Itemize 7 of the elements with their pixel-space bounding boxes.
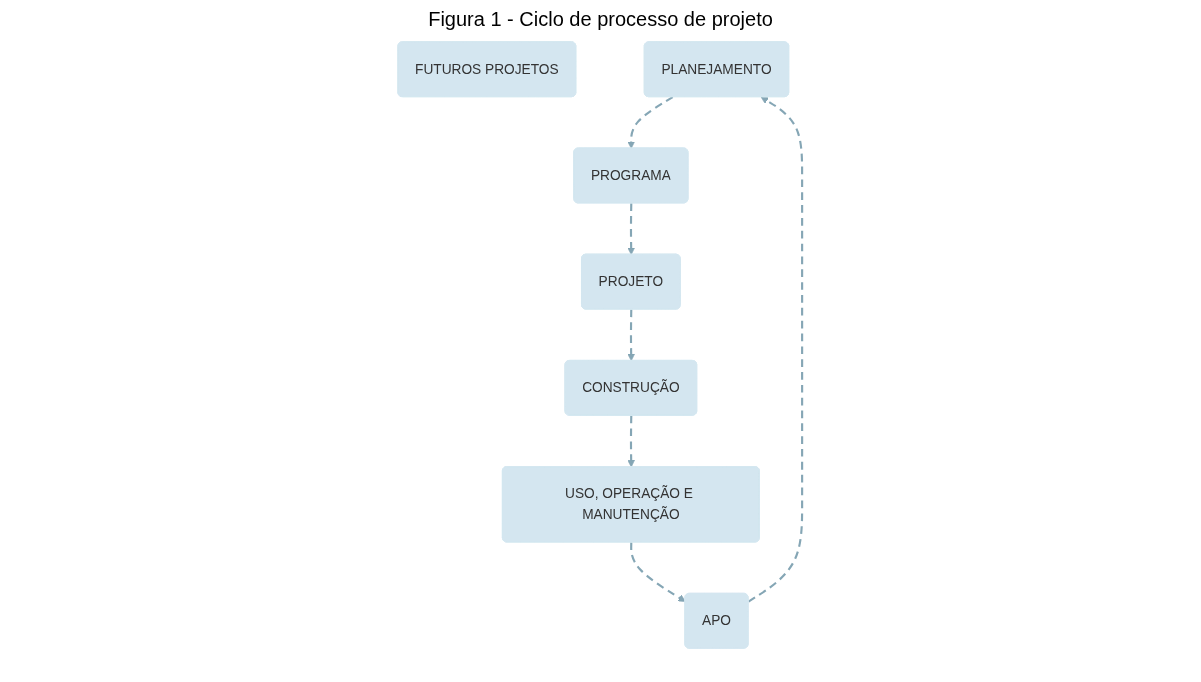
figure-title: Figura 1 - Ciclo de processo de projeto (427, 8, 774, 31)
arrow (627, 309, 636, 362)
arrow (630, 542, 687, 602)
arrow (627, 415, 636, 468)
arrow (627, 203, 636, 255)
arrow (748, 96, 804, 603)
arrow (627, 96, 674, 149)
